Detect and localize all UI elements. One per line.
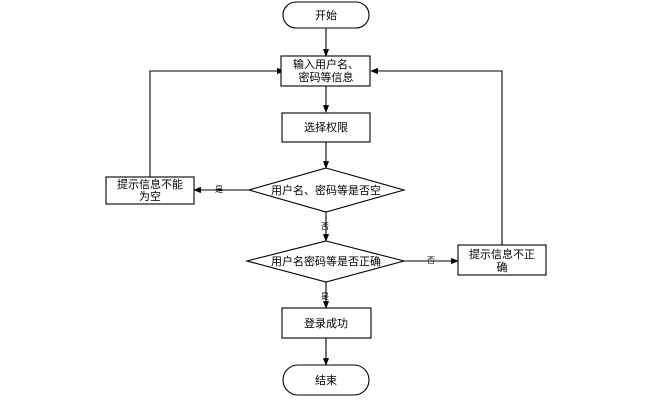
edge-empty-warning-back <box>149 67 285 177</box>
nodes <box>105 1 547 396</box>
input-label-line1: 输入用户名、 <box>293 57 359 71</box>
input-label-line2: 密码等信息 <box>299 70 354 84</box>
edge-label-yes-correct: 是 <box>321 292 329 301</box>
incorrect-warning-label-line2: 确 <box>497 261 508 274</box>
empty-warning-label-line1: 提示信息不能 <box>117 177 183 191</box>
select-permission-label: 选择权限 <box>304 120 348 134</box>
edge-label-no-correct: 否 <box>427 256 435 265</box>
check-correct-label: 用户名密码等是否正确 <box>271 254 381 268</box>
incorrect-warning-label-line1: 提示信息不正 <box>469 247 535 261</box>
empty-warning-box <box>105 176 195 205</box>
input-box <box>280 55 371 87</box>
check-correct-diamond <box>244 240 407 283</box>
login-success-label: 登录成功 <box>304 316 348 330</box>
start-label: 开始 <box>315 8 337 22</box>
incorrect-warning-box <box>457 244 547 276</box>
empty-warning-label-line2: 为空 <box>139 189 161 203</box>
login-success-box <box>281 307 372 339</box>
end-terminal <box>282 364 370 396</box>
edge-labels: 是 否 否 是 <box>215 185 435 301</box>
select-permission-box <box>281 112 371 143</box>
start-terminal <box>282 1 370 29</box>
check-empty-label: 用户名、密码等是否空 <box>271 183 381 197</box>
edge-label-yes-empty: 是 <box>215 185 223 194</box>
end-label: 结束 <box>315 374 337 387</box>
edges <box>149 28 503 366</box>
edge-label-no-empty: 否 <box>321 222 329 231</box>
check-empty-diamond <box>246 167 407 213</box>
edge-incorrect-warning-back <box>370 67 503 245</box>
node-labels: 开始 输入用户名、 密码等信息 选择权限 用户名、密码等是否空 提示信息不能 为… <box>117 8 535 387</box>
